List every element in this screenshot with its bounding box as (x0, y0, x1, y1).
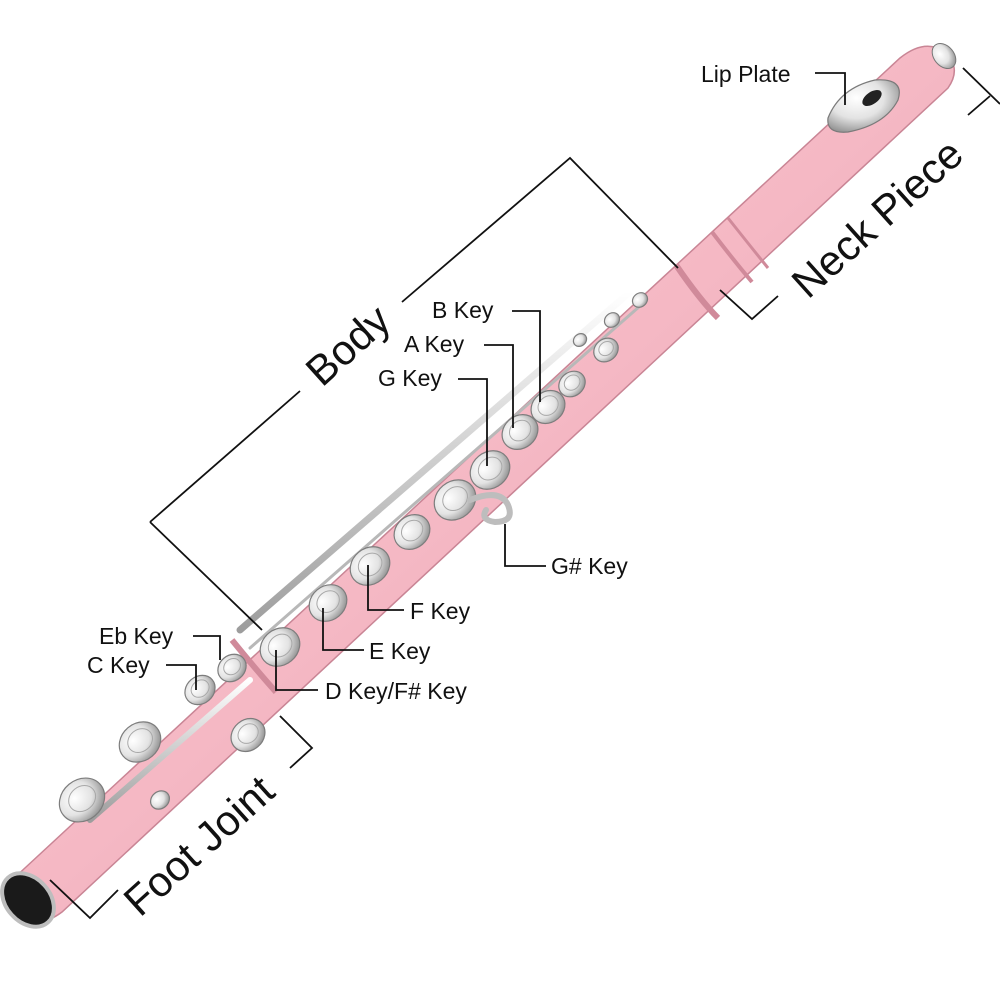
flute-key (149, 790, 171, 810)
g-sharp-lever (467, 492, 513, 526)
foot-ring (229, 638, 279, 695)
d-key-leader (275, 650, 318, 691)
flute-key (184, 674, 216, 706)
eb-key-label: Eb Key (99, 623, 174, 649)
flute-key (308, 584, 348, 622)
flute-key (558, 370, 586, 398)
flute-key (469, 450, 511, 490)
flute-key (259, 627, 301, 667)
section-brackets (49, 67, 1000, 920)
a-key-leader (484, 344, 514, 428)
flute-key (349, 546, 391, 586)
g-sharp-key-leader (504, 524, 546, 567)
b-key-label: B Key (432, 297, 494, 323)
g-key-label: G Key (378, 365, 442, 391)
f-key-label: F Key (410, 598, 471, 624)
flute-key (501, 414, 539, 450)
flute-key (572, 332, 588, 348)
b-key-leader (512, 310, 541, 402)
callout-lines (166, 72, 846, 691)
c-key-leader (166, 664, 197, 690)
tenon-ring (726, 217, 770, 269)
foot-joint-bracket (49, 715, 314, 920)
flute-key (217, 653, 247, 683)
eb-key-leader (193, 635, 221, 660)
flute-key (603, 312, 621, 328)
tenon-ring (673, 263, 721, 321)
flute-key (118, 721, 162, 763)
lip-plate (827, 79, 900, 133)
g-key-leader (458, 378, 488, 466)
flute-key (631, 292, 649, 308)
e-key-leader (322, 608, 364, 651)
g-sharp-key-label: G# Key (551, 553, 628, 579)
body-bracket (149, 156, 679, 631)
f-key-leader (367, 565, 404, 611)
keywork-rods (87, 288, 642, 823)
flute-key (58, 777, 106, 823)
foot-opening (0, 871, 56, 929)
d-key-label: D Key/F# Key (325, 678, 467, 704)
tenon-ring (710, 230, 754, 284)
crown-cap (931, 42, 957, 70)
neck-piece-bracket (719, 67, 1000, 321)
lip-plate-leader (815, 72, 846, 105)
a-key-label: A Key (404, 331, 465, 357)
flute-keys (58, 292, 649, 823)
flute-key (393, 514, 431, 550)
flute-key (433, 479, 477, 521)
labels: Lip Plate B Key A Key G Key G# Key F Key… (87, 61, 972, 925)
c-key-label: C Key (87, 652, 150, 678)
flute-key (230, 717, 266, 753)
flute-key (593, 337, 619, 363)
lip-plate-label: Lip Plate (701, 61, 791, 87)
e-key-label: E Key (369, 638, 431, 664)
